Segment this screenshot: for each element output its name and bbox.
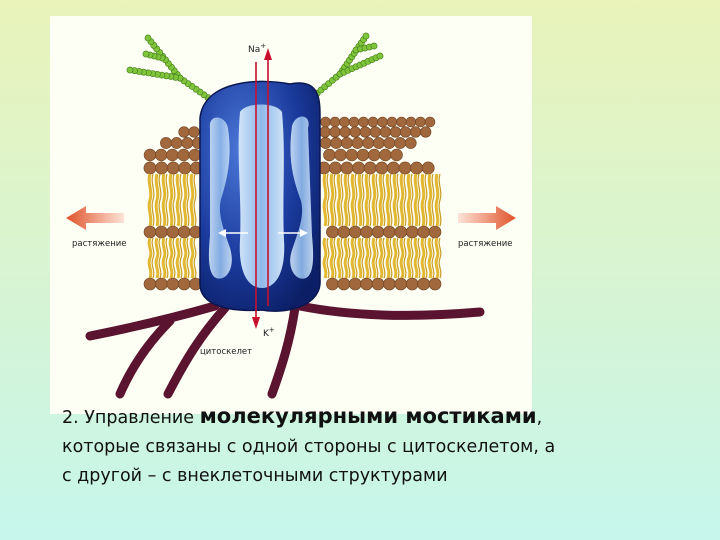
cytoskeleton-filaments xyxy=(85,301,485,399)
caption-part-1: 2. Управление xyxy=(62,408,200,428)
caption-part-3: , xyxy=(536,408,543,428)
stretch-arrow-right xyxy=(458,206,516,230)
caption-text: 2. Управление молекулярными мостиками, к… xyxy=(62,402,702,491)
stretch-label-left: растяжение xyxy=(72,239,127,249)
ion-label-na: Na+ xyxy=(248,42,266,55)
cytoskeleton-label: цитоскелет xyxy=(200,347,252,357)
membrane-channel-diagram: Na+ K+ растяжение растяжение цитоскелет xyxy=(66,32,516,399)
stretch-arrow-left xyxy=(66,206,124,230)
caption-line-1: 2. Управление молекулярными мостиками, xyxy=(62,402,702,433)
caption-line-2: которые связаны с одной стороны с цитоск… xyxy=(62,437,556,457)
ion-label-k: K+ xyxy=(263,326,275,339)
pore-arrow-left-head xyxy=(218,229,226,237)
stretch-label-right: растяжение xyxy=(458,239,513,249)
pore-arrow-right-head xyxy=(300,229,308,237)
ion-flow-down-arrowhead xyxy=(252,317,260,329)
membrane-channel-figure: Na+ K+ растяжение растяжение цитоскелет xyxy=(50,16,532,414)
ion-flow-up-arrowhead xyxy=(264,48,272,60)
caption-emphasis: молекулярными мостиками xyxy=(199,404,537,428)
lipid-bilayer xyxy=(143,116,442,291)
caption-line-3: с другой – с внеклеточными структурами xyxy=(62,466,448,486)
ion-channel-protein xyxy=(199,80,321,312)
